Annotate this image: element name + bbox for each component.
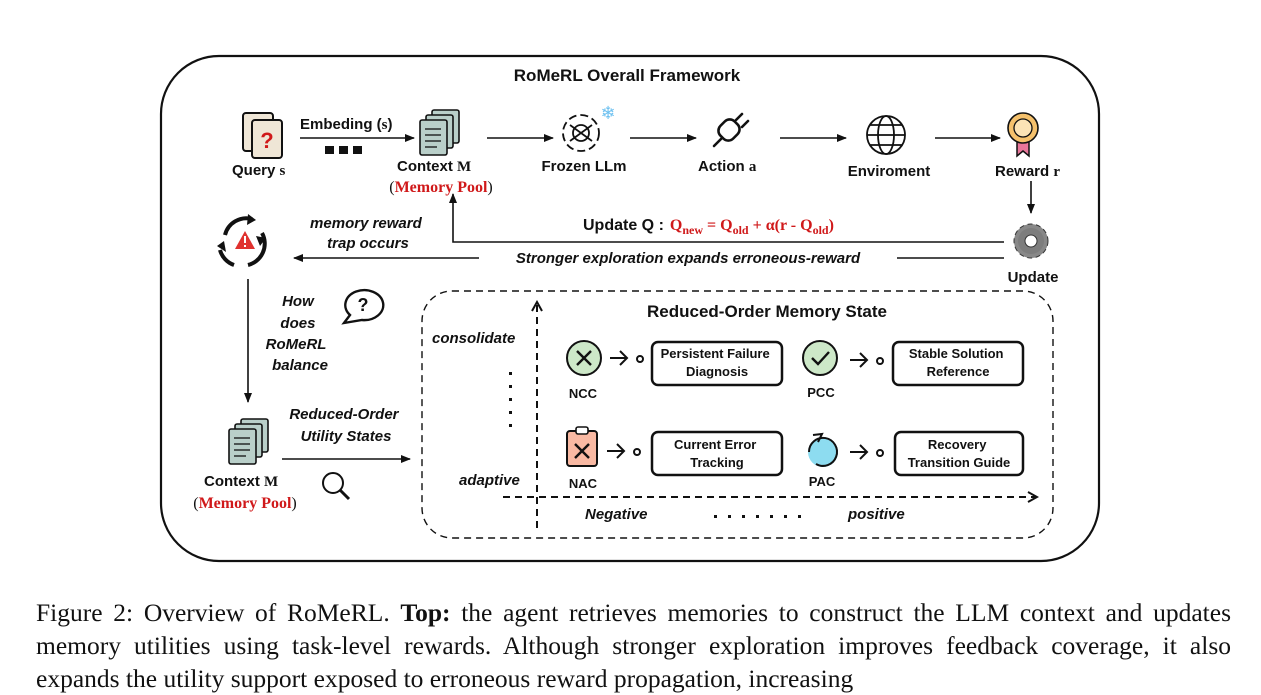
pac-description: Recovery Transition Guide <box>908 437 1011 470</box>
globe-icon <box>866 115 906 155</box>
vertical-dots <box>509 372 512 427</box>
question-bubble-icon: ? <box>341 288 385 325</box>
pcc-box <box>891 340 1025 387</box>
figure-caption: Figure 2: Overview of RoMeRL. Top: the a… <box>36 596 1231 695</box>
nac-link-icon <box>607 443 641 459</box>
nac-box <box>650 430 784 477</box>
trap-label: memory reward trap occurs <box>310 215 426 252</box>
pcc-description: Stable Solution Reference <box>909 346 1007 379</box>
gear-icon <box>1013 223 1049 259</box>
caption-prefix: Figure 2: Overview of RoMeRL. <box>36 598 390 627</box>
nac-icon <box>566 426 598 467</box>
context-label-2: Context M <box>204 473 278 490</box>
magnifier-icon <box>322 472 351 501</box>
y-axis-bottom-label: adaptive <box>459 472 520 489</box>
embedding-vector-icon <box>325 146 362 154</box>
update-q-arrow <box>449 193 1004 243</box>
svg-text:?: ? <box>260 128 273 153</box>
svg-text:?: ? <box>358 295 369 315</box>
memory-state-title: Reduced-Order Memory State <box>647 302 887 321</box>
horizontal-dots <box>714 515 801 518</box>
frozen-llm-label: Frozen LLm <box>542 158 627 175</box>
exploration-label: Stronger exploration expands erroneous-r… <box>516 250 861 267</box>
question-label: How does RoMeRL balance <box>266 293 331 374</box>
pac-link-icon <box>850 444 884 460</box>
framework-frame <box>159 54 1101 563</box>
pac-icon <box>807 432 838 467</box>
query-icon: ? <box>242 112 283 159</box>
ncc-box <box>650 340 784 387</box>
pcc-link-icon <box>850 352 884 368</box>
action-label: Action a <box>698 158 757 175</box>
snowflake-icon: ❄ <box>600 103 615 124</box>
ncc-label: NCC <box>569 386 598 401</box>
update-q-label: Update Q :Qnew = Qold + α(r - Qold) <box>583 217 834 237</box>
query-label: Query s <box>232 162 286 179</box>
pcc-icon <box>802 340 838 376</box>
ncc-link-icon <box>610 350 644 366</box>
caption-bold: Top: <box>400 598 451 627</box>
update-label: Update <box>1008 269 1059 286</box>
ncc-description: Persistent Failure Diagnosis <box>661 346 774 379</box>
llm-icon <box>562 114 600 152</box>
environment-label: Enviroment <box>848 163 931 180</box>
award-icon <box>1007 112 1039 158</box>
context-docs-icon-2 <box>228 418 269 465</box>
x-axis-left-label: Negative <box>585 506 648 523</box>
y-axis-top-label: consolidate <box>432 330 515 347</box>
ncc-icon <box>566 340 602 376</box>
nac-label: NAC <box>569 476 598 491</box>
memory-state-panel <box>421 290 1054 539</box>
plug-icon <box>712 112 750 148</box>
pac-label: PAC <box>809 474 836 489</box>
utility-states-label: Reduced-Order Utility States <box>289 406 402 445</box>
x-axis-right-label: positive <box>847 506 905 523</box>
nac-description: Current Error Tracking <box>674 437 760 470</box>
framework-title: RoMeRL Overall Framework <box>514 66 741 85</box>
memory-pool-label: (Memory Pool) <box>389 179 493 196</box>
context-docs-icon <box>419 109 460 156</box>
pcc-label: PCC <box>807 385 835 400</box>
memory-pool-label-2: (Memory Pool) <box>193 495 297 512</box>
warning-cycle-icon <box>217 214 267 267</box>
reward-label: Reward r <box>995 163 1060 180</box>
pac-box <box>893 430 1025 477</box>
context-label: Context M <box>397 158 471 175</box>
embedding-label: Embeding (s) <box>300 116 393 133</box>
